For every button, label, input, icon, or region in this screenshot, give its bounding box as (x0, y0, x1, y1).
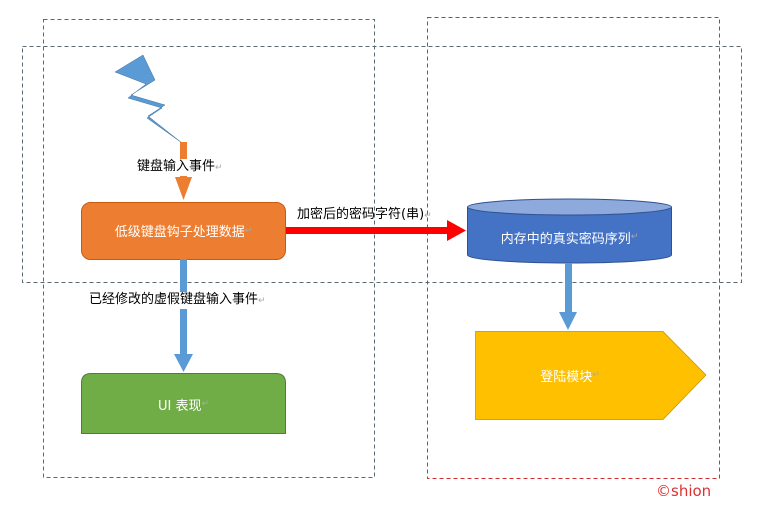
login-node-text: 登陆模块↵ (540, 369, 600, 385)
hook-node-text: 低级键盘钩子处理数据↵ (114, 225, 253, 240)
encrypted-chars-label: 加密后的密码字符(串)↵ (297, 207, 432, 222)
blue-arrow-shaft-right (565, 263, 572, 313)
ui-node-text: UI 表现↵ (157, 398, 210, 414)
red-arrow-shaft (286, 227, 448, 234)
modified-event-label: 已经修改的虚假键盘输入事件↵ (89, 292, 266, 309)
blue-arrow-head-right (559, 312, 577, 330)
right-group-boundary (427, 17, 720, 479)
blue-arrow-head-left (174, 354, 193, 372)
login-module-shape (475, 331, 707, 420)
horizontal-group-boundary (22, 46, 742, 283)
red-arrow-head (447, 220, 466, 241)
memory-cylinder-top (467, 198, 672, 216)
memory-node-text: 内存中的真实密码序列↵ (500, 231, 639, 247)
lightning-icon (114, 54, 183, 144)
ui-box (81, 373, 286, 434)
left-group-boundary (43, 19, 375, 478)
keyboard-event-label: 键盘输入事件↵ (137, 159, 223, 176)
orange-arrow-head (175, 177, 192, 200)
memory-cylinder-body (467, 207, 672, 264)
copyright-text: ©shion (656, 482, 712, 500)
